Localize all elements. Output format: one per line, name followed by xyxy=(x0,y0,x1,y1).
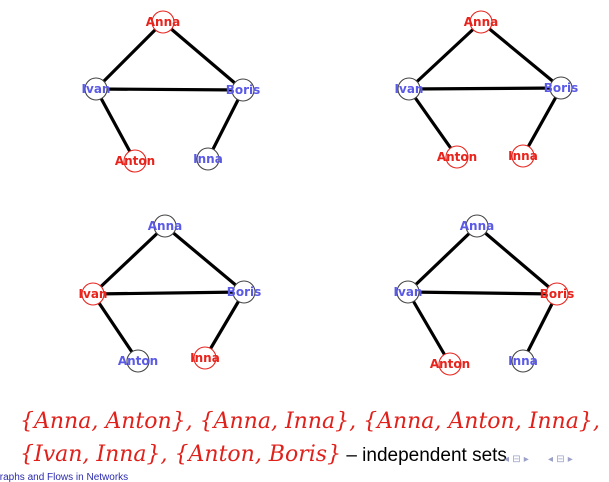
node-circle xyxy=(396,280,420,304)
beamer-nav[interactable]: ◂ ⊟ ▸ ◂ ⊟ ▸ xyxy=(504,454,573,465)
node-circle xyxy=(232,280,256,304)
node-label: Anna xyxy=(460,219,494,233)
node-circle xyxy=(511,349,535,373)
node-boris: Boris xyxy=(544,76,579,100)
node-circle xyxy=(126,349,150,373)
node-ivan: Ivan xyxy=(82,77,111,101)
node-boris: Boris xyxy=(226,78,261,102)
node-circle xyxy=(193,346,217,370)
edge-ivan-boris xyxy=(406,290,559,296)
node-anna: Anna xyxy=(146,10,180,34)
node-label: Boris xyxy=(540,287,575,301)
edge-anna-boris xyxy=(163,224,246,294)
node-circle xyxy=(196,147,220,171)
node-circle xyxy=(397,77,421,101)
node-circle xyxy=(153,214,177,238)
edge-anna-ivan xyxy=(91,224,167,296)
node-circle xyxy=(123,149,147,173)
edge-anna-boris xyxy=(475,224,559,296)
edge-anna-boris xyxy=(161,20,245,92)
node-anton: Anton xyxy=(437,145,477,169)
footer-title: Graphs and Flows in Networks xyxy=(0,472,128,482)
edge-boris-inna xyxy=(206,88,245,161)
node-anna: Anna xyxy=(460,214,494,238)
node-inna: Inna xyxy=(193,147,223,171)
edge-anna-boris xyxy=(479,20,563,90)
node-label: Ivan xyxy=(82,82,111,96)
edge-ivan-boris xyxy=(407,86,563,91)
edge-boris-inna xyxy=(521,292,559,363)
edge-ivan-boris xyxy=(91,290,246,296)
edge-ivan-boris xyxy=(94,87,245,92)
node-circle xyxy=(84,77,108,101)
node-ivan: Ivan xyxy=(395,77,424,101)
caption-line-2: {Ivan, Inna}, {Anton, Boris} – independe… xyxy=(20,442,507,467)
node-boris: Boris xyxy=(540,282,575,306)
node-label: Anton xyxy=(115,154,155,168)
node-boris: Boris xyxy=(227,280,262,304)
edge-ivan-anton xyxy=(94,87,137,163)
node-circle xyxy=(545,282,569,306)
node-label: Anna xyxy=(148,219,182,233)
node-label: Inna xyxy=(508,354,538,368)
node-label: Anna xyxy=(464,15,498,29)
node-ivan: Ivan xyxy=(79,282,108,306)
node-anton: Anton xyxy=(115,149,155,173)
node-label: Boris xyxy=(226,83,261,97)
edge-ivan-anton xyxy=(91,292,140,363)
node-circle xyxy=(438,352,462,376)
edge-anna-ivan xyxy=(406,224,479,294)
frame-nav-icon[interactable]: ◂ ⊟ ▸ xyxy=(504,454,529,465)
node-label: Ivan xyxy=(79,287,108,301)
node-label: Anna xyxy=(146,15,180,29)
node-circle xyxy=(549,76,573,100)
edge-anna-ivan xyxy=(407,20,483,91)
node-circle xyxy=(231,78,255,102)
edge-anna-ivan xyxy=(94,20,165,91)
caption-line-1: {Anna, Anton}, {Anna, Inna}, {Anna, Anto… xyxy=(20,409,600,434)
edge-ivan-anton xyxy=(406,290,452,366)
caption-math-sets: {Ivan, Inna}, {Anton, Boris} xyxy=(20,442,341,467)
node-label: Ivan xyxy=(395,82,424,96)
node-label: Boris xyxy=(544,81,579,95)
node-circle xyxy=(465,214,489,238)
node-label: Anton xyxy=(430,357,470,371)
node-ivan: Ivan xyxy=(394,280,423,304)
node-label: Boris xyxy=(227,285,262,299)
section-nav-icon[interactable]: ◂ ⊟ ▸ xyxy=(548,454,573,465)
node-circle xyxy=(81,282,105,306)
node-label: Inna xyxy=(190,351,220,365)
edge-boris-inna xyxy=(521,86,563,158)
node-label: Inna xyxy=(193,152,223,166)
node-label: Anton xyxy=(437,150,477,164)
node-inna: Inna xyxy=(508,349,538,373)
node-anton: Anton xyxy=(118,349,158,373)
node-anna: Anna xyxy=(148,214,182,238)
node-circle xyxy=(469,10,493,34)
node-anton: Anton xyxy=(430,352,470,376)
node-circle xyxy=(151,10,175,34)
node-inna: Inna xyxy=(508,144,538,168)
caption-label: – independent sets xyxy=(341,445,507,466)
node-circle xyxy=(445,145,469,169)
edge-ivan-anton xyxy=(407,87,459,159)
node-inna: Inna xyxy=(190,346,220,370)
edge-boris-inna xyxy=(203,290,246,360)
node-label: Inna xyxy=(508,149,538,163)
node-label: Ivan xyxy=(394,285,423,299)
node-anna: Anna xyxy=(464,10,498,34)
node-label: Anton xyxy=(118,354,158,368)
node-circle xyxy=(511,144,535,168)
